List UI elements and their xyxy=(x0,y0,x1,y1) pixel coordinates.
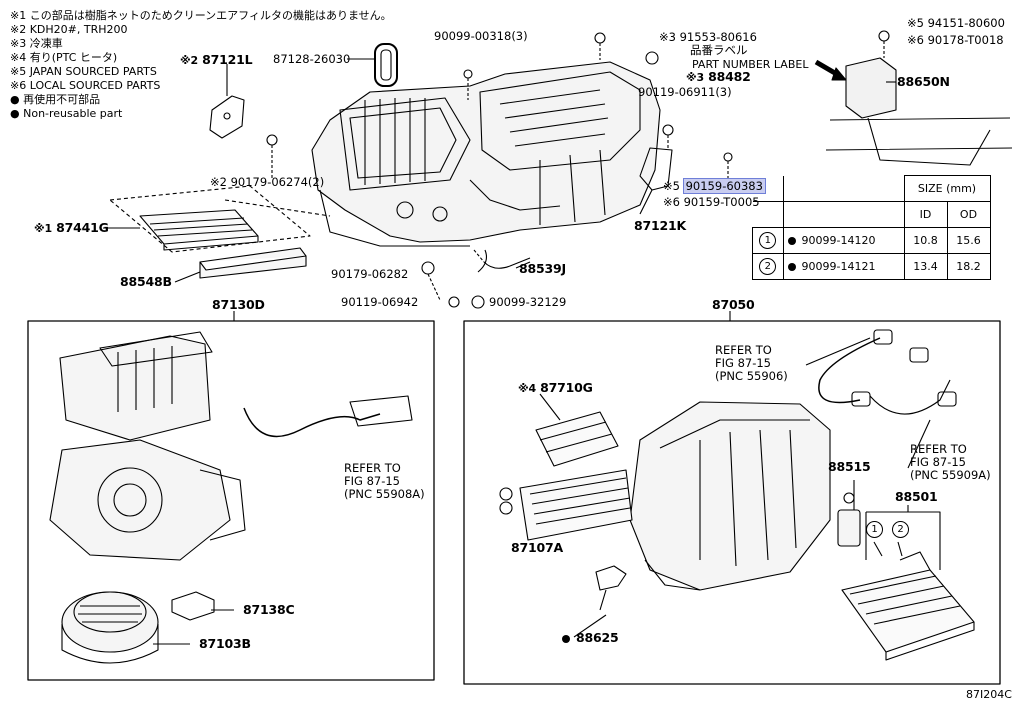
row-part-2[interactable]: 90099-14121 xyxy=(801,260,876,273)
size-table: SIZE (mm) ID OD 1 90099-14120 10.8 15.6 … xyxy=(752,175,991,280)
label-87128-26030[interactable]: 87128-26030 xyxy=(273,52,351,66)
label-88625[interactable]: 88625 xyxy=(562,631,619,644)
heater-unit-87050-drawing xyxy=(629,401,831,591)
label-90119-06911[interactable]: 90119-06911(3) xyxy=(638,85,732,99)
note-6: ※6 LOCAL SOURCED PARTS xyxy=(10,79,161,92)
hose-88539j-drawing xyxy=(483,257,531,269)
row-od-2: 18.2 xyxy=(946,253,991,280)
figure-code: 87I204C xyxy=(966,688,1012,701)
label-87050[interactable]: 87050 xyxy=(712,297,755,312)
main-ac-housing-drawing xyxy=(311,61,661,273)
label-87138c[interactable]: 87138C xyxy=(243,602,295,617)
label-90119-06942[interactable]: 90119-06942 xyxy=(341,295,419,309)
label-90179-06282[interactable]: 90179-06282 xyxy=(331,267,409,281)
filter-87441g-drawing xyxy=(139,209,259,251)
notes-block: ※1 この部品は樹脂ネットのためクリーンエアフィルタの機能はありません。 ※2 … xyxy=(10,9,392,121)
note-4: ※4 有り(PTC ヒータ) xyxy=(10,51,118,64)
note-nonreusable-en: ● Non-reusable part xyxy=(10,107,123,120)
label-88548b[interactable]: 88548B xyxy=(120,274,172,289)
size-table-col-od: OD xyxy=(946,201,991,228)
fan-motor-87103b-drawing xyxy=(61,591,159,664)
label-87103b[interactable]: 87103B xyxy=(199,636,251,651)
size-table-title: SIZE (mm) xyxy=(903,175,991,202)
expansion-valve-88515-drawing xyxy=(837,509,861,547)
balloon-2: 2 xyxy=(892,521,909,538)
note-5: ※5 JAPAN SOURCED PARTS xyxy=(10,65,157,78)
table-row: 1 90099-14120 10.8 15.6 xyxy=(752,227,991,254)
label-94151-80600[interactable]: ※5 94151-80600 xyxy=(907,16,1005,30)
note-2: ※2 KDH20#, TRH200 xyxy=(10,23,128,36)
label-87107a[interactable]: 87107A xyxy=(511,540,563,555)
size-table-col-id: ID xyxy=(903,201,948,228)
sensor-88625-drawing xyxy=(595,565,627,611)
label-87130d[interactable]: 87130D xyxy=(212,297,265,312)
row-id-1: 10.8 xyxy=(903,227,948,254)
bracket-87121k-drawing xyxy=(639,147,673,191)
label-87710g[interactable]: ※4 87710G xyxy=(518,380,593,395)
label-90179-06274[interactable]: ※2 90179-06274(2) xyxy=(210,175,325,189)
label-90159-t0005[interactable]: ※6 90159-T0005 xyxy=(663,195,760,209)
label-87441g[interactable]: ※1 87441G xyxy=(34,220,109,235)
label-90159-60383[interactable]: ※5 90159-60383 xyxy=(663,178,766,194)
row-number-1: 1 xyxy=(759,232,777,249)
table-row: 2 90099-14121 13.4 18.2 xyxy=(752,253,991,280)
balloon-1: 1 xyxy=(866,521,883,538)
label-87121k[interactable]: 87121K xyxy=(634,218,686,233)
note-nonreusable-jp: ● 再使用不可部品 xyxy=(10,93,101,106)
resistor-87138c-drawing xyxy=(171,591,215,621)
label-88501[interactable]: 88501 xyxy=(895,489,938,504)
note-1: ※1 この部品は樹脂ネットのためクリーンエアフィルタの機能はありません。 xyxy=(10,9,392,22)
nonreusable-dot-icon xyxy=(787,263,796,271)
row-part-1[interactable]: 90099-14120 xyxy=(801,234,876,247)
ptc-heater-87710g-drawing xyxy=(535,411,619,467)
label-87121l[interactable]: ※2 87121L xyxy=(180,52,253,67)
label-90178-t0018[interactable]: ※6 90178-T0018 xyxy=(907,33,1004,47)
heater-core-87107a-drawing xyxy=(499,469,633,541)
label-90099-00318[interactable]: 90099-00318(3) xyxy=(434,29,528,43)
gasket-87128-drawing xyxy=(374,43,398,87)
label-91553-80616[interactable]: ※3 91553-80616 xyxy=(659,30,757,44)
label-88650n[interactable]: 88650N xyxy=(897,74,950,89)
label-88515[interactable]: 88515 xyxy=(828,459,871,474)
filter-88548b-drawing xyxy=(199,247,307,279)
label-88482[interactable]: ※3 88482 xyxy=(686,69,751,84)
row-od-1: 15.6 xyxy=(946,227,991,254)
bracket-87121l-drawing xyxy=(209,95,245,139)
frame-heater-unit xyxy=(463,320,1001,685)
label-90099-32129[interactable]: 90099-32129 xyxy=(489,295,567,309)
row-number-2: 2 xyxy=(759,258,777,275)
note-3: ※3 冷凍車 xyxy=(10,37,63,50)
blower-case-drawing xyxy=(49,331,246,561)
nonreusable-dot-icon xyxy=(787,237,796,245)
nonreusable-dot-icon xyxy=(562,634,570,643)
row-id-2: 13.4 xyxy=(903,253,948,280)
label-part-number-en: PART NUMBER LABEL xyxy=(692,58,809,71)
evaporator-88501-drawing xyxy=(841,551,975,661)
control-unit-88650n-drawing xyxy=(825,30,1013,166)
frame-blower-assembly xyxy=(27,320,435,681)
label-88539j[interactable]: 88539J xyxy=(519,261,566,276)
label-part-number-jp: 品番ラベル xyxy=(690,43,748,57)
